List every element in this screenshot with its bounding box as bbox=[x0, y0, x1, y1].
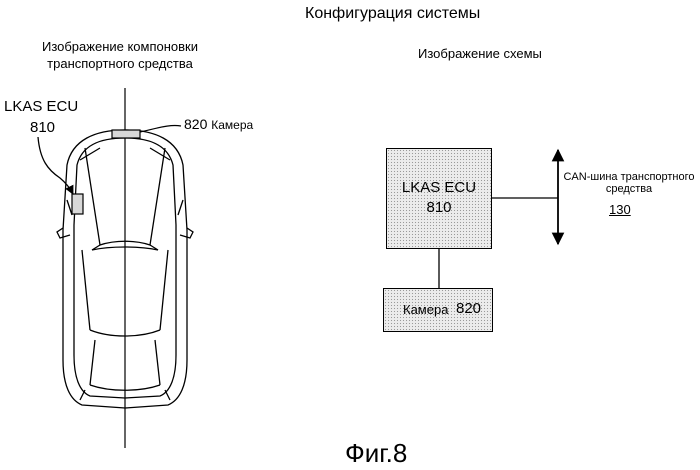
can-bus-label: CAN-шина транспортного средства bbox=[559, 171, 699, 195]
car-ecu-module bbox=[72, 194, 83, 214]
figure-caption: Фиг.8 bbox=[345, 440, 407, 466]
layout-caption-line-2: транспортного средства bbox=[20, 55, 220, 72]
camera-block-label: Камера bbox=[403, 303, 448, 316]
car-camera-number: 820 bbox=[184, 116, 207, 132]
car-ecu-label: LKAS ECU bbox=[4, 99, 78, 114]
layout-caption-line-1: Изображение компоновки bbox=[20, 38, 220, 55]
car-ecu-number: 810 bbox=[30, 120, 55, 135]
ecu-leader-arrow bbox=[38, 137, 73, 194]
lkas-ecu-block-number: 810 bbox=[386, 200, 492, 215]
camera-block-number: 820 bbox=[456, 301, 481, 316]
diagram-title: Конфигурация системы bbox=[305, 6, 480, 22]
lkas-ecu-block-title: LKAS ECU bbox=[386, 180, 492, 195]
can-bus-number: 130 bbox=[609, 203, 631, 216]
schematic-caption: Изображение схемы bbox=[418, 47, 542, 60]
camera-leader-line bbox=[140, 125, 181, 132]
car-camera-module bbox=[112, 130, 140, 138]
layout-caption: Изображение компоновки транспортного сре… bbox=[20, 38, 220, 72]
car-camera-label: 820 Камера bbox=[184, 117, 253, 131]
car-camera-word: Камера bbox=[211, 118, 253, 132]
